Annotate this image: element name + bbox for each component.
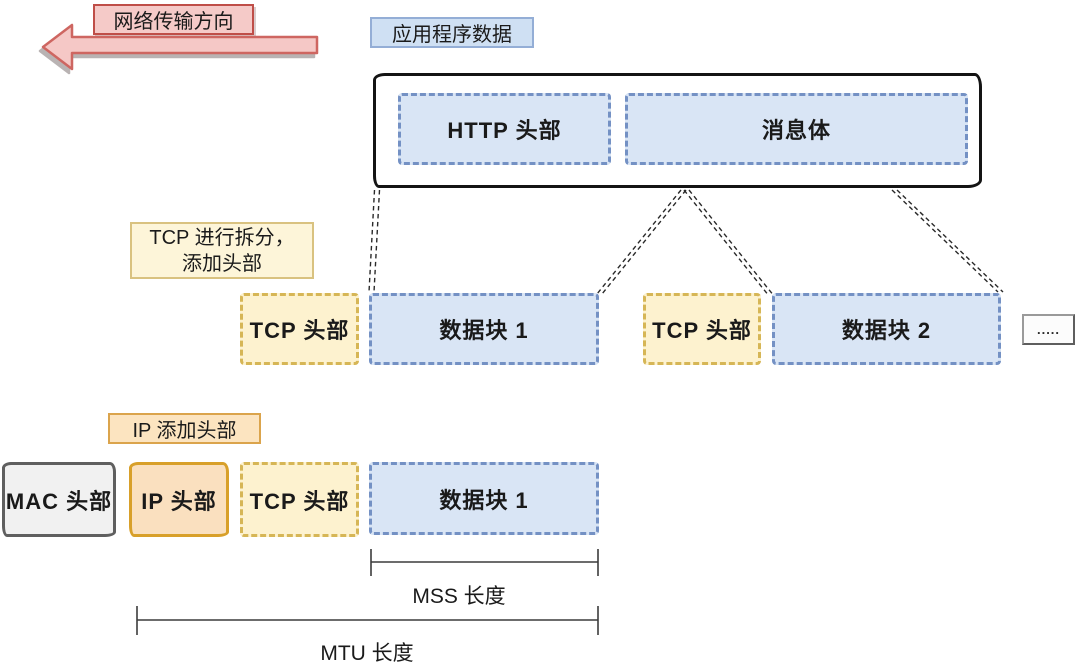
app-data-label: 应用程序数据 bbox=[370, 17, 534, 48]
data-block-2-box: 数据块 2 bbox=[772, 293, 1001, 365]
message-body-box: 消息体 bbox=[625, 93, 968, 165]
mss-measure-line bbox=[370, 549, 599, 576]
transmission-direction-label: 网络传输方向 bbox=[93, 4, 254, 35]
tcp-header-box-3: TCP 头部 bbox=[240, 462, 359, 537]
mtu-length-label: MTU 长度 bbox=[320, 642, 414, 664]
left-arrow-icon bbox=[41, 23, 319, 71]
data-block-1-bottom-box: 数据块 1 bbox=[369, 462, 599, 535]
more-segments-box: ..... bbox=[1022, 314, 1075, 345]
tcp-header-box-1: TCP 头部 bbox=[240, 293, 359, 365]
tcp-split-note: TCP 进行拆分， 添加头部 bbox=[130, 222, 314, 279]
ip-add-header-note: IP 添加头部 bbox=[108, 413, 261, 444]
http-header-box: HTTP 头部 bbox=[398, 93, 611, 165]
mtu-measure-line bbox=[136, 606, 599, 635]
mac-header-box: MAC 头部 bbox=[2, 462, 116, 537]
tcp-header-box-2: TCP 头部 bbox=[643, 293, 761, 365]
data-block-1-box: 数据块 1 bbox=[369, 293, 599, 365]
ip-header-box: IP 头部 bbox=[129, 462, 229, 537]
split-connector-lines bbox=[368, 189, 1004, 297]
tcp-split-note-line2: 添加头部 bbox=[182, 252, 262, 275]
mss-length-label: MSS 长度 bbox=[412, 585, 506, 608]
tcp-split-note-line1: TCP 进行拆分， bbox=[149, 226, 295, 249]
